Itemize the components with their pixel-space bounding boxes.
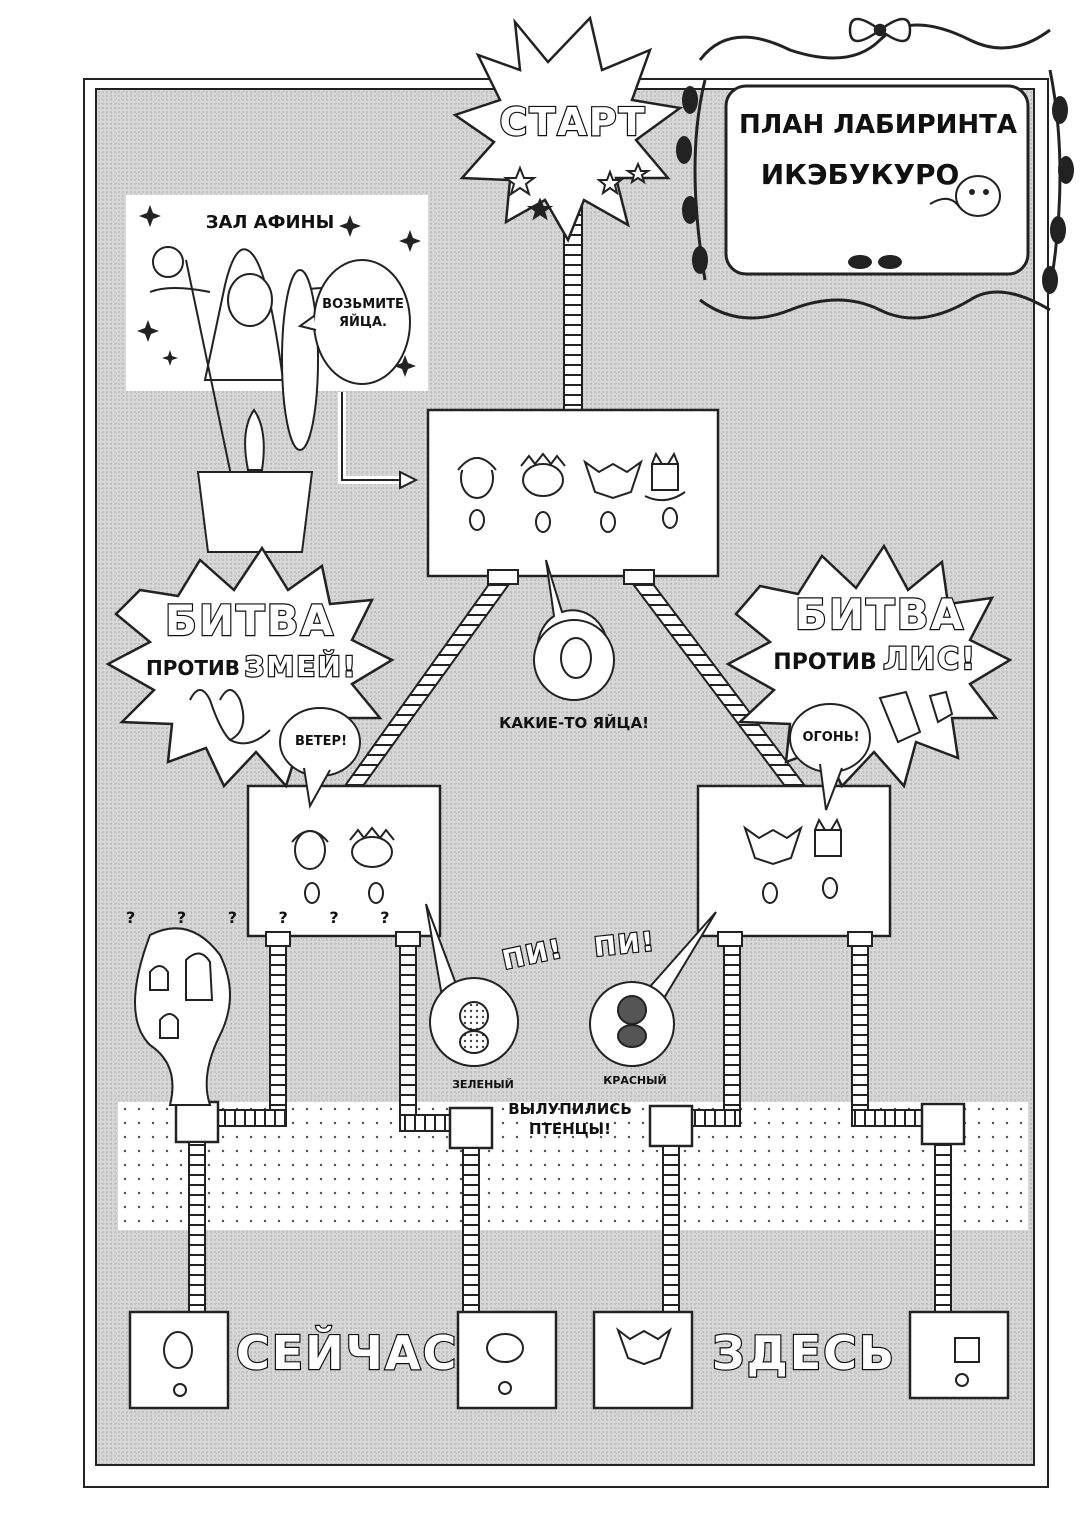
path-r2-across — [851, 1109, 923, 1127]
room-left — [246, 784, 442, 938]
room-right — [696, 784, 892, 938]
start-stars — [503, 161, 652, 221]
left-room-characters — [291, 826, 395, 904]
path-r1-across — [689, 1109, 741, 1127]
connector-top-left — [487, 569, 519, 585]
battle-left-line1: БИТВА — [164, 595, 336, 646]
connector-top-right — [623, 569, 655, 585]
ghost-question-marks: ? ? ? ? ? ? — [126, 908, 390, 927]
path-l2-down — [399, 945, 417, 1122]
top-room-characters — [457, 451, 686, 533]
egg-icon — [560, 637, 592, 679]
path-l1-down — [269, 945, 287, 1117]
battle-left-line2b: ЗМЕЙ! — [243, 649, 358, 684]
snake-icon — [189, 689, 271, 745]
battle-right-shout: ОГОНЬ! — [802, 730, 860, 745]
title-line1: ПЛАН ЛАБИРИНТА — [738, 110, 1017, 140]
battle-right-line1: БИТВА — [794, 589, 966, 640]
chicks-caption-line1: ВЫЛУПИЛИСЬ — [508, 1100, 632, 1118]
right-room-characters — [743, 817, 842, 904]
fox-mask-icon — [878, 690, 954, 744]
battle-left-shout: ВЕТЕР! — [295, 734, 347, 749]
athena-figure — [149, 246, 351, 553]
path-r1-down — [723, 945, 741, 1117]
chick-icons — [459, 995, 647, 1054]
battle-right-line2a: ПРОТИВ — [773, 650, 877, 675]
path-l1-across — [217, 1109, 287, 1127]
title-line2: ИКЭБУКУРО — [760, 158, 960, 191]
athena-speech-text: ВОЗЬМИТЕ ЯЙЦА. — [322, 297, 404, 330]
path-l2-across — [399, 1114, 451, 1132]
ghost-figure — [134, 927, 231, 1106]
junction-1 — [174, 1100, 220, 1144]
athena-hall-title: ЗАЛ АФИНЫ — [205, 212, 335, 233]
start-label: СТАРТ — [498, 99, 647, 145]
leaf-ornaments — [676, 86, 1074, 294]
chick-right-color: КРАСНЫЙ — [603, 1074, 667, 1087]
eggs-caption: КАКИЕ-ТО ЯЙЦА! — [499, 714, 649, 732]
junction-3 — [648, 1104, 694, 1148]
athena-sparkles — [137, 205, 421, 377]
chick-left-color: ЗЕЛЕНЫЙ — [452, 1078, 514, 1091]
bottom-word-here: ЗДЕСЬ — [711, 1325, 896, 1381]
junction-4 — [920, 1102, 966, 1146]
battle-right-line2b: ЛИС! — [882, 641, 977, 678]
bottom-word-now: СЕЙЧАС — [235, 1325, 459, 1381]
athena-arrow — [338, 392, 406, 484]
shout-bubbles — [279, 703, 871, 811]
start-burst — [452, 15, 684, 243]
bow-ornament — [848, 17, 912, 43]
battle-left-line2a: ПРОТИВ — [146, 656, 241, 680]
path-r2-down — [851, 945, 869, 1117]
athena-speech-bubble — [297, 259, 411, 385]
final-room-characters — [163, 1327, 980, 1397]
chicks-caption-line2: ПТЕНЦЫ! — [529, 1120, 611, 1138]
junction-2 — [448, 1106, 494, 1150]
bird-icon — [929, 175, 1001, 217]
